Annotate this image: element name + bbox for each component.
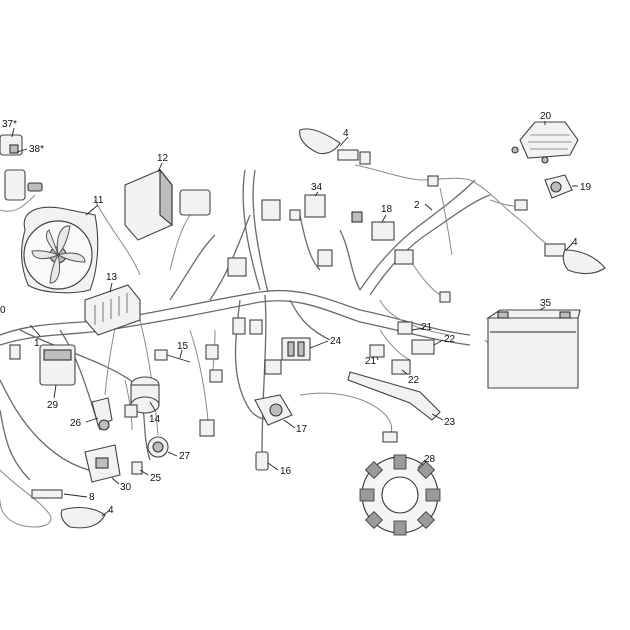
- callout-37: 37*: [2, 119, 17, 130]
- part-8-bolt: [31, 489, 63, 499]
- callout-20: 20: [540, 111, 552, 122]
- callout-21-upper: 21: [421, 322, 433, 333]
- part-37-switch: [0, 134, 23, 156]
- callout-26: 26: [70, 418, 82, 429]
- callout-23: 23: [444, 417, 456, 428]
- callout-15: 15: [177, 341, 189, 352]
- callout-4-right: 4: [572, 237, 578, 248]
- part-25-connector: [131, 461, 143, 475]
- part-18-relay: [351, 211, 395, 241]
- part-4-front-indicator-top: [299, 128, 371, 165]
- callout-34: 34: [311, 182, 323, 193]
- callout-19: 19: [580, 182, 592, 193]
- callout-16: 16: [280, 466, 292, 477]
- callout-27: 27: [179, 451, 191, 462]
- callout-2: 2: [414, 200, 420, 211]
- part-14-ignition-coil: [130, 376, 160, 414]
- part-13-regulator: [84, 284, 141, 336]
- callout-21-lower: 21: [365, 356, 377, 367]
- leader-lines: [11, 121, 578, 517]
- part-38-connector: [4, 169, 43, 201]
- callout-12: 12: [157, 153, 169, 164]
- callout-4-bottom-left: 4: [108, 505, 114, 516]
- callout-14: 14: [149, 414, 161, 425]
- callout-25: 25: [150, 473, 162, 484]
- part-34-connector: [289, 194, 326, 221]
- callout-30: 30: [120, 482, 132, 493]
- part-27-sensor: [147, 436, 169, 458]
- callout-22-upper: 22: [444, 334, 456, 345]
- part-29-relay-box: [39, 344, 76, 386]
- part-19-lamp: [544, 174, 573, 199]
- part-28-stator: [359, 431, 441, 536]
- callout-labels: 37* 38* 0 1 2 4 4 4 8 11 12 13 14 15 16 …: [0, 111, 592, 516]
- harness-connectors: [9, 175, 528, 437]
- part-24-connector-block: [281, 337, 311, 361]
- callout-18: 18: [381, 204, 393, 215]
- part-20-license-light: [511, 121, 579, 164]
- part-21-relay: [369, 321, 413, 358]
- part-12-ecu: [124, 168, 173, 241]
- callout-24: 24: [330, 336, 342, 347]
- callout-22-lower: 22: [408, 375, 420, 386]
- part-17-sensor: [254, 394, 293, 426]
- part-22-relay: [391, 339, 435, 375]
- part-4-left-indicator: [60, 506, 106, 529]
- part-23-bracket: [347, 371, 441, 421]
- callout-35: 35: [540, 298, 552, 309]
- part-35-battery: [486, 309, 581, 389]
- callout-0: 0: [0, 305, 6, 316]
- callout-28: 28: [424, 454, 436, 465]
- callout-17: 17: [296, 424, 308, 435]
- callout-11: 11: [93, 195, 104, 206]
- part-30-module: [84, 444, 121, 483]
- part-15-switch: [154, 349, 191, 363]
- part-4-right-indicator: [544, 243, 606, 275]
- callout-13: 13: [106, 272, 118, 283]
- callout-8: 8: [89, 492, 95, 503]
- callout-1: 1: [34, 338, 40, 349]
- part-26-sensor: [91, 397, 113, 431]
- part-11-cooling-fan: [21, 206, 99, 294]
- callout-38: 38*: [29, 144, 44, 155]
- callout-29: 29: [47, 400, 59, 411]
- callout-4-top: 4: [343, 128, 349, 139]
- part-16-plug: [255, 451, 269, 471]
